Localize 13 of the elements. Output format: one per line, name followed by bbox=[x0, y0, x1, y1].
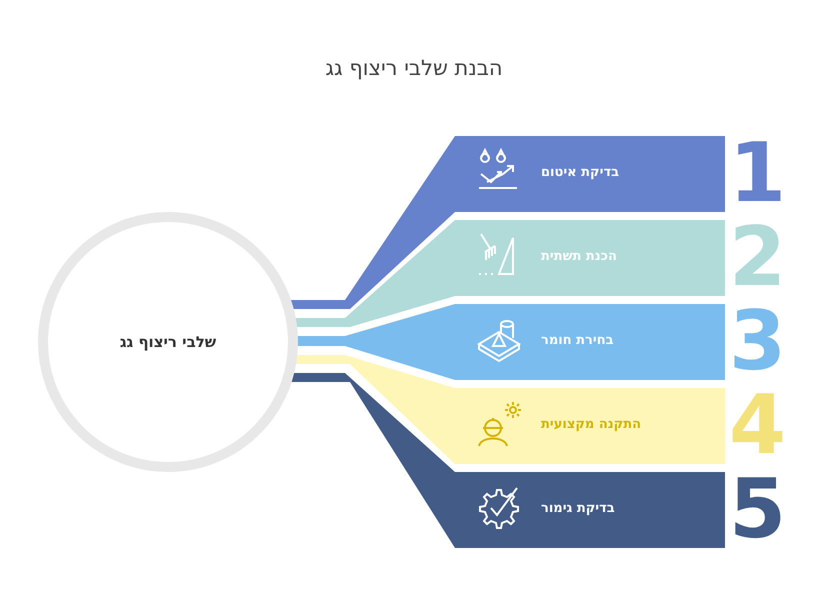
step-label: התקנה מקצועית bbox=[541, 417, 642, 432]
step-label: הכנת תשתית bbox=[541, 249, 617, 264]
funnel-connector bbox=[294, 220, 455, 327]
funnel-connector bbox=[291, 373, 455, 548]
hub-circle bbox=[38, 212, 298, 472]
funnel-connector bbox=[290, 136, 455, 309]
funnel-connector bbox=[294, 355, 455, 464]
step-label: בדיקת איטום bbox=[541, 165, 620, 180]
hub-label: שלבי ריצוף גג bbox=[120, 333, 216, 351]
funnel-connector bbox=[296, 304, 455, 380]
step-label: בחירת חומר bbox=[541, 333, 614, 348]
title: הבנת שלבי ריצוף גג bbox=[325, 56, 503, 80]
step-label: בדיקת גימור bbox=[541, 501, 615, 516]
